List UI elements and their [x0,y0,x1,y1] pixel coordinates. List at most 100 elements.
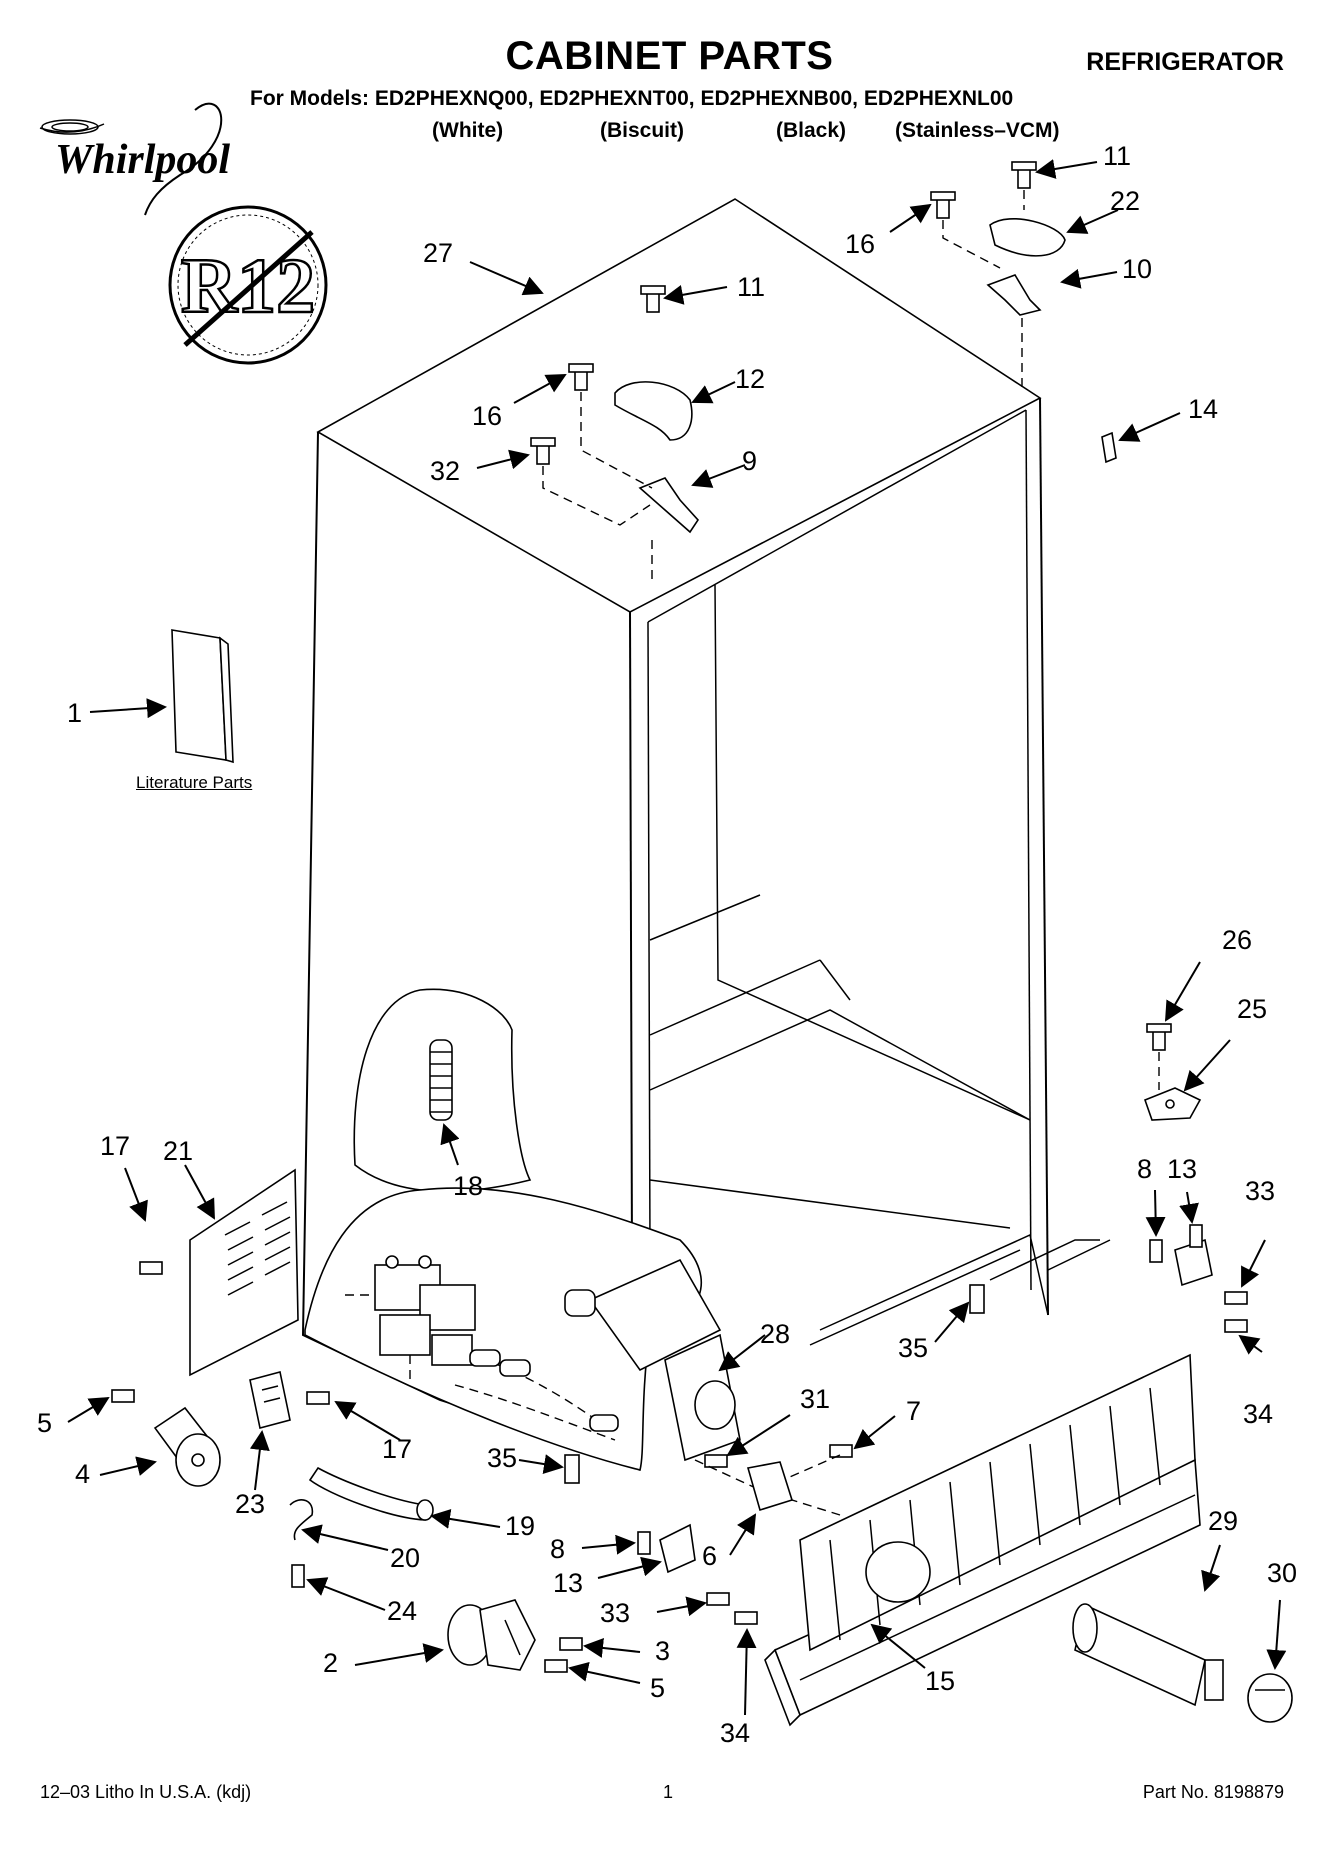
literature-parts-label: Literature Parts [136,773,253,792]
page-title: CABINET PARTS [505,34,834,78]
callout-34-lower: 34 [720,1718,750,1748]
callout-10: 10 [1122,254,1152,284]
base-grille-part-15 [764,1353,1201,1727]
screw-34-lower [734,1611,758,1625]
callout-11-lower: 11 [737,272,765,302]
bracket-part-23 [249,1371,291,1429]
callout-15: 15 [925,1666,955,1696]
screw-26 [1146,1023,1172,1051]
callout-29: 29 [1208,1506,1238,1536]
callout-13-lower: 13 [553,1568,583,1598]
screw-11-lower [640,285,666,313]
screw-33-lower [706,1592,730,1606]
leader-lines [67,159,1287,1716]
clamp-part-20 [289,1499,314,1541]
callout-1: 1 [67,698,82,728]
callout-24: 24 [387,1596,417,1626]
callout-17-left: 17 [100,1131,130,1161]
water-filter-part-29 [1072,1603,1224,1707]
callout-23: 23 [235,1489,265,1519]
screw-33-right [1224,1291,1248,1305]
svg-text:Whirlpool: Whirlpool [55,137,230,183]
roller-part-4 [153,1406,221,1487]
callout-19: 19 [505,1511,535,1541]
screw-11-upper [1011,161,1037,189]
upper-left-hinge-9 [638,477,700,534]
screw-32 [530,437,556,465]
callout-33-right: 33 [1245,1176,1275,1206]
screw-34-right [1224,1319,1248,1333]
screw-16-upper [930,191,956,219]
callout-2: 2 [323,1648,338,1678]
callout-5-lower: 5 [650,1673,665,1703]
screw-5-upper [111,1389,135,1403]
callout-14: 14 [1188,394,1218,424]
callout-8-lower: 8 [550,1534,565,1564]
screw-17-mid [306,1391,330,1405]
callout-12: 12 [735,364,765,394]
screw-31 [704,1454,728,1468]
bracket-35-right [969,1284,985,1314]
upper-left-hinge-cover-12 [614,381,693,441]
callout-31: 31 [800,1384,830,1414]
literature-booklet [171,629,234,764]
models-line: For Models: ED2PHEXNQ00, ED2PHEXNT00, ED… [250,87,1014,110]
callout-32: 32 [430,456,460,486]
hinge-13-lower [659,1523,696,1574]
variant-black: (Black) [776,119,847,142]
callout-9: 9 [742,446,757,476]
variant-white: (White) [432,119,504,142]
callout-34-right: 34 [1243,1399,1273,1429]
callout-30: 30 [1267,1558,1297,1588]
hose-coil-part-18 [429,1039,453,1121]
callout-16-lower: 16 [472,401,502,431]
callout-5-upper: 5 [37,1408,52,1438]
callout-27: 27 [423,238,453,268]
screw-7 [829,1444,853,1458]
hinge-bracket-part-25 [1143,1087,1202,1121]
page-number: 1 [663,1782,674,1802]
screw-17-left [139,1261,163,1275]
callout-33-lower: 33 [600,1598,630,1628]
upper-right-hinge-10 [986,274,1042,316]
rear-vent-grille-part-21 [189,1168,299,1377]
callout-22: 22 [1110,186,1140,216]
variant-stainless: (Stainless–VCM) [895,119,1060,142]
hinge-pin-14 [1101,431,1117,464]
water-valve-assembly [345,1255,476,1380]
callout-13-right: 13 [1167,1154,1197,1184]
lower-hinge-part-2 [447,1599,536,1671]
callout-4: 4 [75,1459,90,1489]
part-number: Part No. 8198879 [1142,1782,1284,1802]
screw-5-lower [544,1659,568,1673]
hinge-13-right [1174,1224,1213,1287]
filter-cap-part-30 [1247,1673,1293,1723]
callout-3: 3 [655,1636,670,1666]
screw-24 [291,1564,305,1588]
no-r12-badge: R12 [168,205,328,365]
variant-biscuit: (Biscuit) [600,119,684,142]
shim-8-right [1149,1239,1163,1263]
callout-7: 7 [906,1396,921,1426]
whirlpool-logo: Whirlpool [39,102,230,216]
litho-note: 12–03 Litho In U.S.A. (kdj) [40,1782,252,1802]
callout-35-left: 35 [487,1443,517,1473]
callout-25: 25 [1237,994,1267,1024]
screw-3 [559,1637,583,1651]
callout-16-upper: 16 [845,229,875,259]
shim-8-lower [637,1531,651,1555]
callout-numbers: 27 11 16 22 10 11 12 16 14 32 9 1 26 25 … [37,141,1297,1748]
callout-8-right: 8 [1137,1154,1152,1184]
upper-right-hinge-cover-22 [989,217,1066,257]
callout-21: 21 [163,1136,193,1166]
callout-28: 28 [760,1319,790,1349]
bracket-35-left [564,1454,580,1484]
screw-16-lower [568,363,594,391]
callout-18: 18 [453,1171,483,1201]
drain-tube-part-19 [308,1466,434,1521]
callout-35-right: 35 [898,1333,928,1363]
callout-17-mid: 17 [382,1434,412,1464]
cutaway-view [304,988,703,1471]
callout-6: 6 [702,1541,717,1571]
